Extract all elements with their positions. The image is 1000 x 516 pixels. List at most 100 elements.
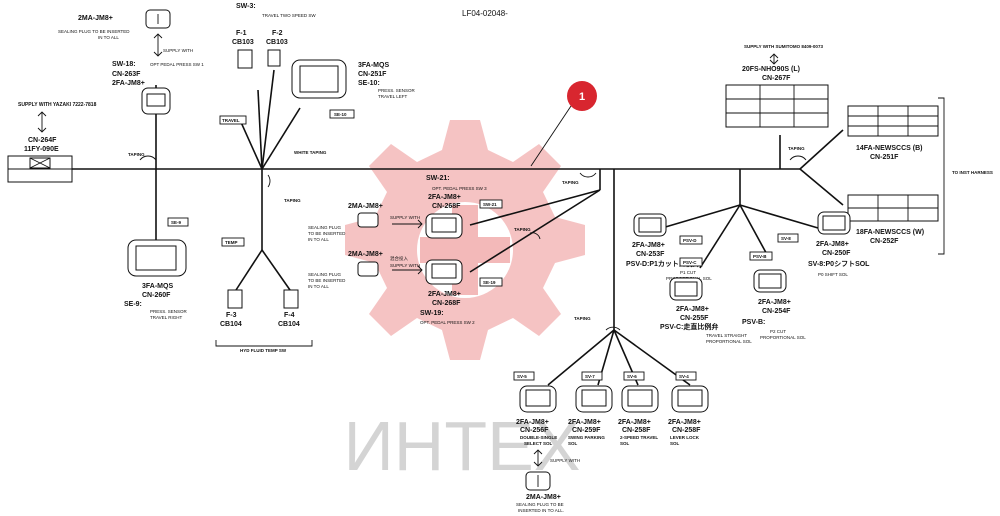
connector-cn258f[interactable] (621, 385, 659, 413)
psv-d-label: PSV-D:P1カット比例弁 (626, 259, 700, 268)
cn263f-type: 2FA-JM8+ (112, 80, 145, 87)
se10-label: SE-10: (358, 80, 380, 87)
sw3-desc: TRAVEL TWO SPEED SW (262, 13, 316, 18)
cn252f-type: 18FA-NEWSCCS (W) (856, 229, 924, 236)
top-supply-with: SUPPLY WITH (163, 48, 193, 53)
cn268f-b-type: 2FA-JM8+ (428, 291, 461, 298)
connector-bottom-plug[interactable] (525, 471, 551, 491)
connector-cn258f-lever[interactable] (671, 385, 709, 413)
cn268f-a-type: 2FA-JM8+ (428, 194, 461, 201)
cn258f-desc-2: SOL (620, 441, 630, 446)
cn264f-type: 11FY-090E (24, 146, 59, 153)
tag-psv-d (679, 235, 703, 245)
supply-with-c: SUPPLY WITH (390, 263, 420, 268)
callout-marker[interactable]: 1 (567, 81, 597, 111)
sw18-label: SW-18: (112, 61, 136, 68)
connector-f4[interactable] (283, 289, 299, 309)
connector-cn253f[interactable] (633, 213, 667, 237)
cn255f-label: CN-255F (680, 315, 709, 322)
connector-top-plug[interactable] (145, 9, 171, 29)
connector-cn251f-mqs[interactable] (291, 59, 347, 99)
connector-cn259f[interactable] (575, 385, 613, 413)
connector-cn252f[interactable] (847, 194, 939, 222)
f1-label: F-1 (236, 30, 247, 37)
f2-label: F-2 (272, 30, 283, 37)
connector-cn268f-b[interactable] (425, 259, 463, 285)
svg-text:1: 1 (579, 91, 585, 103)
sw18-desc: OPT PEDAL PRESS SW 1 (150, 62, 204, 67)
cn25xf-desc-2: SOL (670, 441, 680, 446)
tag-travel (219, 115, 247, 125)
f2-cb: CB103 (266, 39, 288, 46)
connector-cn256f[interactable] (519, 385, 557, 413)
cn250f-label: CN-250F (822, 250, 851, 257)
f4-label: F-4 (284, 312, 295, 319)
cn251f-a: CN-251F (358, 71, 387, 78)
plug-c-label: 2MA-JM8+ (348, 251, 383, 258)
se10-tag-text: SE-10 (334, 112, 347, 117)
sw19-desc: OPT. PEDAL PRESS SW 2 (420, 320, 475, 325)
travel-tag-text: TRAVEL (222, 118, 240, 123)
cn251f-b-type: 14FA-NEWSCCS (B) (856, 145, 923, 152)
connector-f3[interactable] (227, 289, 243, 309)
harness-trunk (72, 69, 945, 386)
cn258f-desc-1: 2-SPEED TRAVEL (620, 435, 658, 440)
cn25xf-desc-1: LEVER LOCK (670, 435, 700, 440)
cn267f-type: 20FS-NHO90S (L) (742, 66, 800, 73)
cn260f-type: 3FA-MQS (142, 283, 173, 290)
connector-cn260f[interactable] (127, 239, 187, 277)
sw19-label: SW-19: (420, 310, 444, 317)
connector-plug-c[interactable] (357, 261, 379, 277)
plug-b-note-2: TO BE INSERTED (308, 231, 346, 236)
psv-b-label: PSV-B: (742, 319, 765, 326)
connector-plug-b[interactable] (357, 212, 379, 228)
connector-cn250f[interactable] (817, 211, 851, 235)
tag-sw21 (479, 199, 503, 209)
connector-cn254f[interactable] (753, 269, 787, 293)
connector-cn255f[interactable] (669, 277, 703, 301)
cn268f-a: CN-268F (432, 203, 461, 210)
sw19-tag-text: SE-19 (483, 280, 496, 285)
plug-c-note-2: TO BE INSERTED (308, 278, 346, 283)
sv-tag-3-text: SV-6 (627, 374, 637, 379)
psv-c-desc-2: PROPORTIONAL SOL (706, 339, 752, 344)
connector-f1[interactable] (237, 49, 253, 69)
bottom-plug-label: 2MA-JM8+ (526, 494, 561, 501)
cn255f-type: 2FA-JM8+ (676, 306, 709, 313)
bottom-note-1: SEALING PLUG TO BE (516, 502, 564, 507)
tag-psv-b (749, 251, 773, 261)
psv-d-desc-1: P1 CUT (680, 270, 696, 275)
bottom-note-2: INSERTED IN TO ALL. (518, 508, 564, 513)
cn251f-a-type: 3FA-MQS (358, 62, 389, 69)
psv-b-tag-text: PSV-B (753, 254, 767, 259)
psv-b-desc-1: P2 CUT (770, 329, 786, 334)
connector-cn251f-newsccs[interactable] (847, 105, 939, 137)
tag-se9 (167, 217, 189, 227)
cn259f-label: CN-259F (572, 427, 601, 434)
sw21-label: SW-21: (426, 175, 450, 182)
tag-sv8 (777, 233, 799, 243)
connector-f2[interactable] (267, 49, 281, 67)
connector-cn267f[interactable] (725, 84, 829, 128)
cn256f-desc-2: SELECT SOL (524, 441, 553, 446)
connector-cn264f[interactable] (7, 155, 73, 183)
cn268f-b: CN-268F (432, 300, 461, 307)
arrow-icon (153, 33, 163, 57)
cn252f-label: CN-252F (870, 238, 899, 245)
tag-sv-2 (581, 371, 603, 381)
cn258f-label: CN-258F (622, 427, 651, 434)
cn259f-type: 2FA-JM8+ (568, 419, 601, 426)
connector-cn263f[interactable] (141, 87, 171, 115)
bottom-supply-with: SUPPLY WITH (550, 458, 580, 463)
sv-tag-2-text: SV-7 (585, 374, 595, 379)
sw21-desc: OPT. PEDAL PRESS SW 3 (432, 186, 487, 191)
cn254f-type: 2FA-JM8+ (758, 299, 791, 306)
arrow-icon (392, 219, 423, 229)
cn259f-desc-2: SOL (568, 441, 578, 446)
connector-cn268f-a[interactable] (425, 213, 463, 239)
se9-label: SE-9: (124, 301, 142, 308)
arrow-icon (769, 53, 779, 65)
arrow-icon (533, 449, 543, 467)
sw21-tag-text: SW-21 (483, 202, 497, 207)
sw3-label: SW-3: (236, 3, 256, 10)
